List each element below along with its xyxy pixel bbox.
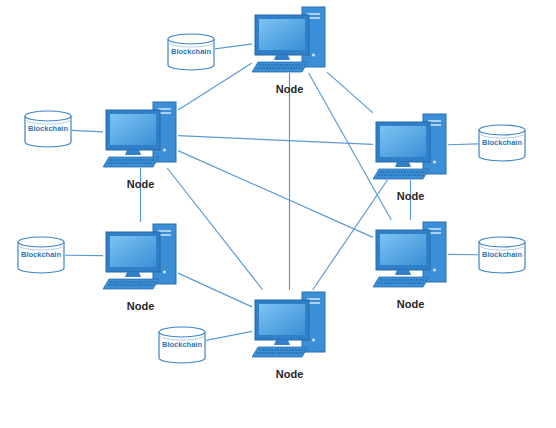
node-label: Node: [227, 368, 352, 380]
computer-node: Node: [373, 112, 448, 180]
blockchain-label: Blockchain: [163, 47, 219, 56]
node-label: Node: [78, 300, 203, 312]
network-link: [215, 44, 252, 49]
network-link: [448, 254, 478, 256]
network-link: [140, 168, 141, 222]
computer-icon: [252, 5, 327, 73]
node-label: Node: [348, 190, 473, 202]
node-label: Node: [78, 178, 203, 190]
blockchain-store: Blockchain: [158, 326, 206, 364]
network-link: [448, 143, 478, 145]
computer-icon: [373, 112, 448, 180]
computer-icon: [103, 102, 176, 167]
computer-node: Node: [373, 220, 448, 288]
blockchain-store: Blockchain: [478, 236, 526, 274]
node-label: Node: [227, 83, 352, 95]
network-link: [327, 72, 373, 113]
network-link: [206, 331, 252, 340]
network-link: [65, 255, 103, 257]
blockchain-store: Blockchain: [167, 33, 215, 71]
network-link: [178, 136, 373, 145]
blockchain-label: Blockchain: [474, 250, 530, 259]
computer-node: Node: [252, 5, 327, 73]
computer-icon: [252, 290, 327, 358]
blockchain-label: Blockchain: [13, 250, 69, 259]
network-link: [178, 273, 252, 307]
computer-icon: [373, 220, 448, 288]
blockchain-label: Blockchain: [20, 124, 76, 133]
network-link: [178, 151, 373, 238]
computer-icon: [373, 222, 446, 287]
computer-icon: [103, 100, 178, 168]
computer-node: Node: [103, 222, 178, 290]
computer-icon: [252, 7, 325, 72]
blockchain-label: Blockchain: [474, 138, 530, 147]
network-link: [289, 73, 290, 290]
computer-icon: [103, 222, 178, 290]
computer-node: Node: [103, 100, 178, 168]
blockchain-store: Blockchain: [24, 110, 72, 148]
computer-node: Node: [252, 290, 327, 358]
network-link: [167, 168, 263, 290]
computer-icon: [373, 114, 446, 179]
blockchain-store: Blockchain: [17, 236, 65, 274]
blockchain-label: Blockchain: [154, 340, 210, 349]
computer-icon: [103, 224, 176, 289]
computer-icon: [252, 292, 325, 357]
blockchain-store: Blockchain: [478, 124, 526, 162]
network-link: [72, 130, 103, 132]
node-label: Node: [348, 298, 473, 310]
